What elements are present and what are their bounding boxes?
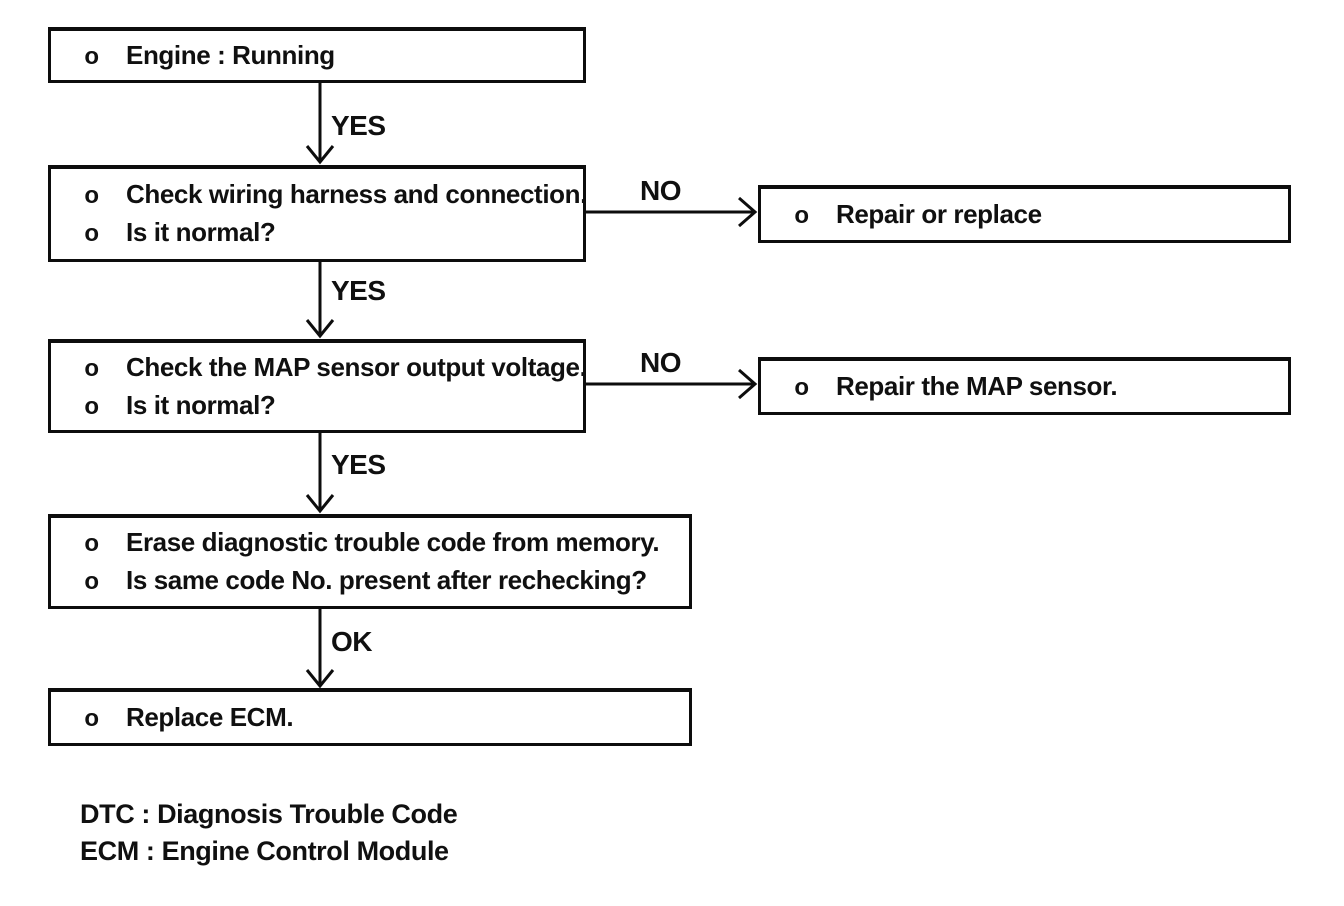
connector-label-no-2: NO (640, 347, 682, 378)
bullet-marker: o (794, 373, 809, 401)
step-box-engine-running: o Engine : Running (48, 27, 586, 83)
step-text: Is it normal? (126, 389, 276, 420)
step-box-check-wiring: o Check wiring harness and connection. o… (48, 165, 587, 262)
bullet-marker: o (84, 568, 99, 595)
abbreviation-legend: DTC : Diagnosis Trouble Code ECM : Engin… (80, 796, 458, 870)
step-box-erase-dtc: o Erase diagnostic trouble code from mem… (48, 514, 692, 609)
legend-ecm: ECM : Engine Control Module (80, 836, 449, 866)
step-line: o Repair the MAP sensor. (793, 368, 1282, 406)
connector-label-ok: OK (331, 626, 373, 657)
bullet-marker: o (84, 220, 99, 247)
connector-label-yes-3: YES (331, 449, 386, 480)
step-line: o Erase diagnostic trouble code from mem… (83, 524, 683, 562)
step-text: Replace ECM. (126, 701, 294, 732)
step-line: o Check the MAP sensor output voltage. (83, 349, 586, 387)
bullet-marker: o (84, 704, 99, 732)
step-text: Is same code No. present after recheckin… (126, 565, 647, 595)
bullet-marker: o (84, 392, 99, 420)
step-text: Is it normal? (126, 217, 276, 247)
arrow-yes-map-to-erase (305, 432, 335, 514)
side-box-repair-map-sensor: o Repair the MAP sensor. (758, 357, 1291, 415)
connector-label-yes-2: YES (331, 275, 386, 306)
connector-label-yes-1: YES (331, 110, 386, 141)
step-line: o Replace ECM. (83, 699, 683, 737)
step-line: o Check wiring harness and connection. (83, 176, 587, 214)
arrow-yes-engine-to-wiring (305, 83, 335, 165)
step-text: Engine : Running (126, 39, 335, 70)
step-line: o Engine : Running (83, 37, 577, 75)
step-box-replace-ecm: o Replace ECM. (48, 688, 692, 746)
arrow-ok-erase-to-ecm (305, 608, 335, 689)
step-line: o Repair or replace (793, 196, 1282, 234)
bullet-marker: o (84, 42, 99, 70)
bullet-marker: o (84, 182, 99, 209)
bullet-marker: o (84, 354, 99, 382)
step-text: Check wiring harness and connection. (126, 179, 587, 209)
arrow-yes-wiring-to-map (305, 261, 335, 339)
step-box-check-map-sensor: o Check the MAP sensor output voltage. o… (48, 339, 587, 433)
bullet-marker: o (794, 201, 809, 229)
step-line: o Is it normal? (83, 387, 577, 425)
step-line: o Is same code No. present after recheck… (83, 562, 683, 600)
step-text: Repair the MAP sensor. (836, 370, 1118, 401)
side-box-repair-or-replace: o Repair or replace (758, 185, 1291, 243)
bullet-marker: o (84, 530, 99, 557)
step-text: Repair or replace (836, 198, 1042, 229)
step-text: Erase diagnostic trouble code from memor… (126, 527, 660, 557)
connector-label-no-1: NO (640, 175, 682, 206)
step-text: Check the MAP sensor output voltage. (126, 351, 587, 382)
step-line: o Is it normal? (83, 214, 577, 252)
legend-dtc: DTC : Diagnosis Trouble Code (80, 799, 458, 829)
